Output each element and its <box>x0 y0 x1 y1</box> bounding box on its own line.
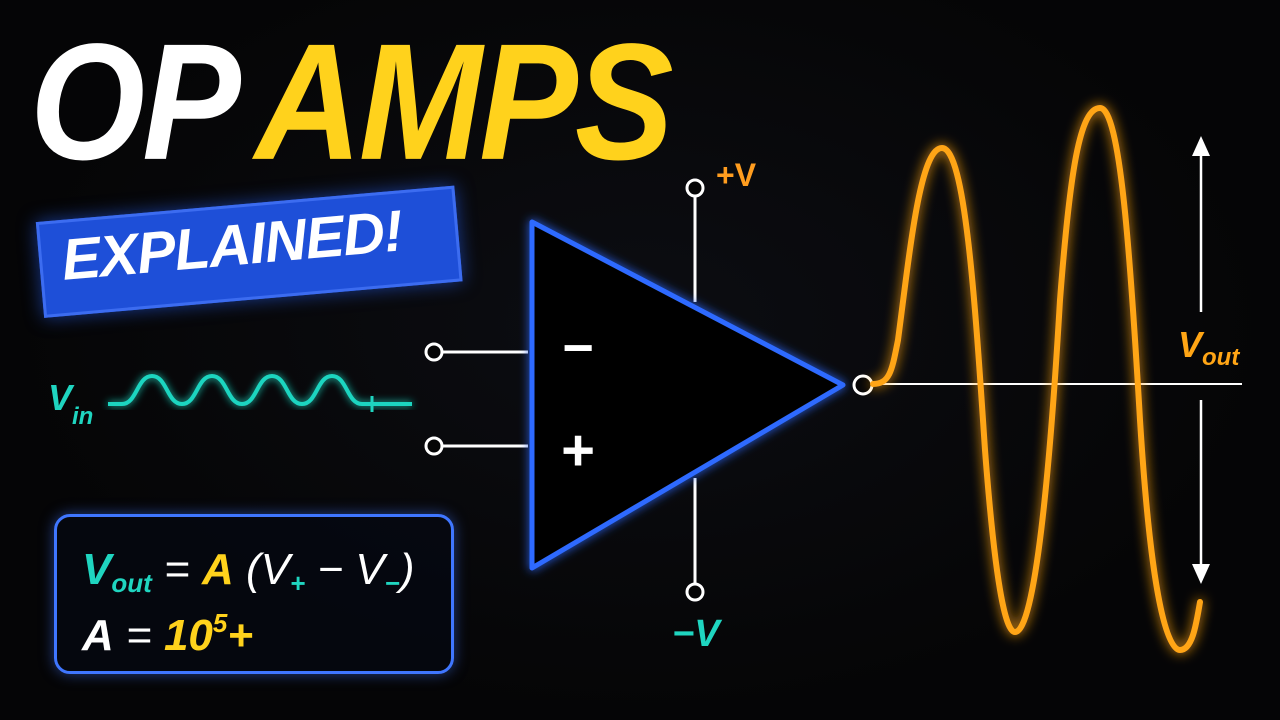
formula-gain-base: 10 <box>163 611 213 660</box>
formula-box <box>54 514 454 674</box>
formula-open-paren: (V <box>233 545 290 594</box>
supply-positive-label: +V <box>716 157 757 193</box>
input-sine-wave <box>108 373 412 407</box>
op-amp-triangle <box>529 219 846 571</box>
output-terminal-icon <box>852 374 874 396</box>
formula-gain-suffix: + <box>227 611 254 660</box>
formula-gain-exponent: 5 <box>212 608 228 638</box>
inverting-input-sign: − <box>562 318 594 378</box>
vout-label: Vout <box>1178 324 1240 371</box>
formula-gain-a-2: A <box>82 611 114 660</box>
negative-supply-terminal-icon <box>685 582 705 602</box>
formula-vout: V <box>82 545 112 594</box>
inverting-input-terminal-icon <box>424 342 444 362</box>
formula-vminus-sub: − <box>384 568 400 598</box>
formula-gain-a: A <box>201 545 234 594</box>
formula-equals-1: = <box>151 545 202 594</box>
positive-supply-terminal-icon <box>685 178 705 198</box>
noninverting-input-terminal-icon <box>424 436 444 456</box>
supply-negative-label: −V <box>672 613 722 655</box>
vin-label: Vin <box>48 377 93 430</box>
title-word-amps: AMPS <box>255 9 674 195</box>
output-sine-wave <box>870 104 1203 654</box>
formula-close-paren: ) <box>399 545 415 594</box>
title-word-op: OP <box>30 9 241 195</box>
formula-equals-2: = <box>113 611 164 660</box>
arrow-down-icon <box>1192 564 1210 584</box>
formula-vplus-sub: + <box>289 568 306 598</box>
noninverting-input-sign: + <box>561 418 595 483</box>
formula-minus-v: − V <box>305 545 385 594</box>
formula-line-gain-equation: Vout = A (V+ − V−) <box>82 545 415 598</box>
formula-line-gain-value: A = 105+ <box>82 610 253 658</box>
formula-vout-sub: out <box>111 568 152 598</box>
arrow-up-icon <box>1192 136 1210 156</box>
